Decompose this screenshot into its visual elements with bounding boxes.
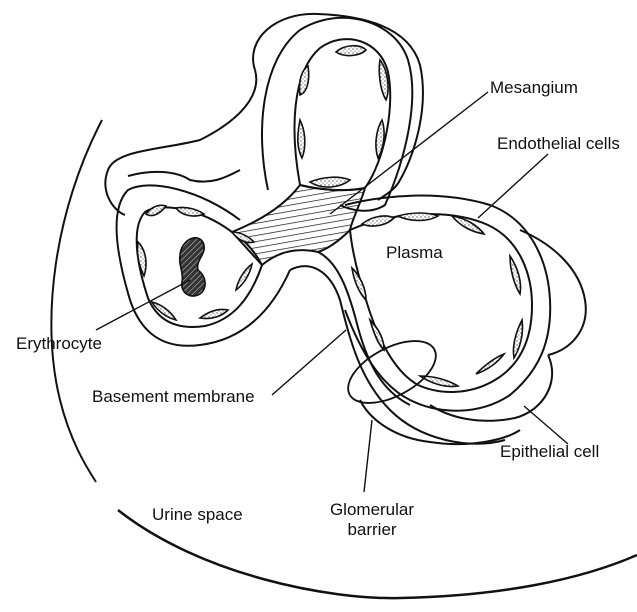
epithelial-outline-left	[105, 70, 256, 215]
epithelial-outline-bottom	[360, 400, 520, 444]
label-mesangium: Mesangium	[490, 78, 578, 98]
capillary-top-inner	[295, 39, 391, 190]
label-glomerular-barrier-line2: barrier	[320, 520, 424, 540]
label-glomerular-barrier: Glomerular barrier	[320, 500, 424, 540]
leader-glomerular	[364, 420, 372, 492]
label-basement-membrane: Basement membrane	[92, 387, 255, 407]
capillary-left-inner	[137, 207, 262, 327]
leader-epithelial	[524, 406, 568, 444]
leader-basement	[272, 330, 346, 395]
label-epithelial-cell: Epithelial cell	[500, 442, 599, 462]
label-glomerular-barrier-line1: Glomerular	[320, 500, 424, 520]
leader-endothelial	[478, 154, 548, 218]
capsule-outline-left	[51, 120, 102, 482]
capillary-right-inner	[350, 214, 532, 392]
label-plasma: Plasma	[386, 243, 443, 263]
label-endothelial-cells: Endothelial cells	[497, 134, 620, 154]
label-urine-space: Urine space	[152, 505, 243, 525]
label-erythrocyte: Erythrocyte	[16, 334, 102, 354]
